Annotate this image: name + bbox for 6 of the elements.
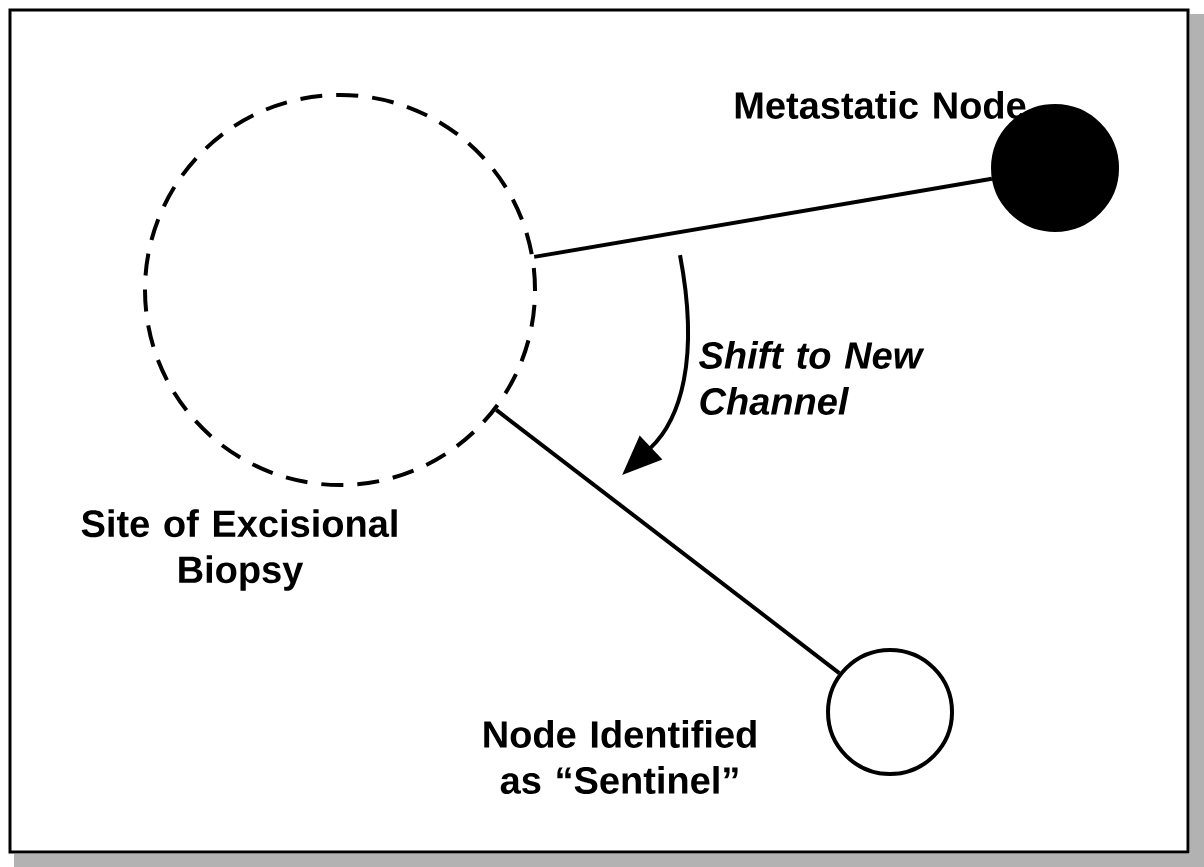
connector-line (495, 408, 841, 675)
connector-line (533, 176, 993, 259)
node-label: Site of Excisional Biopsy (81, 509, 397, 591)
node-label: Metastatic Node (735, 91, 1026, 119)
annotation-text: Shift to New Channel (699, 341, 925, 415)
node-label: Node Identified as “Sentinel” (484, 720, 756, 794)
